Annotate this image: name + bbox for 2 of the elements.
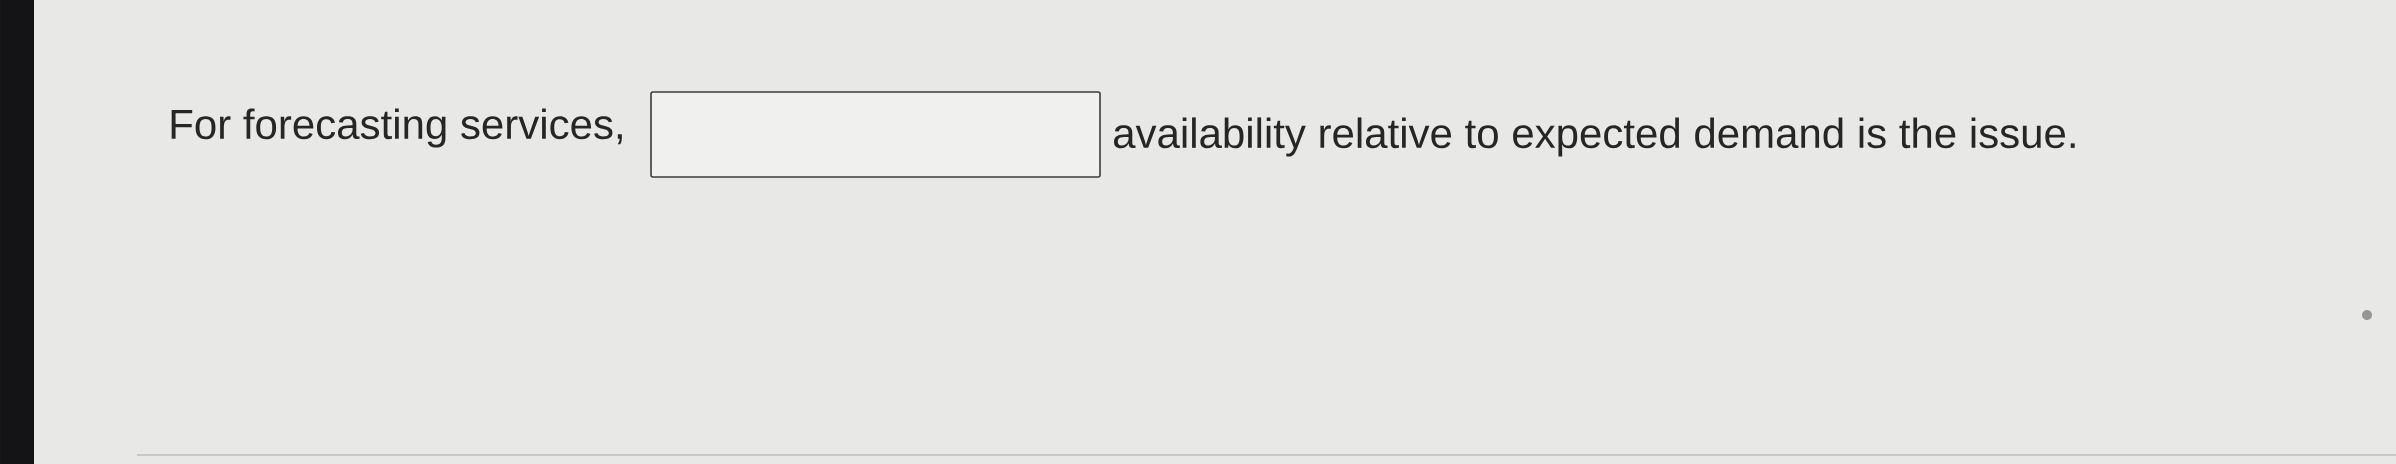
question-text: For forecasting services, [171,108,622,148]
question-text: availability relative to expected demand is the issue. [1114,117,2075,157]
